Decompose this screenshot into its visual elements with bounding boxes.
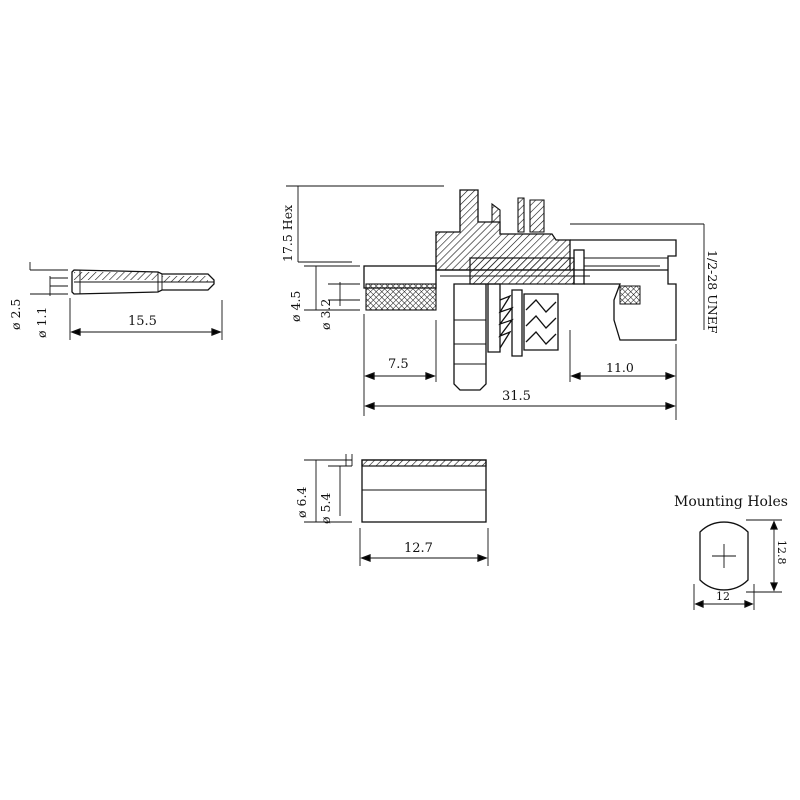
jack-len-total: 31.5 <box>502 389 531 404</box>
ferrule-dia-inner: ø 5.4 <box>318 493 333 524</box>
pin-dia-outer: ø 2.5 <box>8 299 23 330</box>
ferrule-length: 12.7 <box>404 541 433 556</box>
jack-dia-b: ø 3.2 <box>318 299 333 330</box>
jack-assembly <box>286 185 705 420</box>
jack-len-crimp: 7.5 <box>388 357 409 372</box>
crimp-ferrule <box>304 454 489 566</box>
pin-dia-inner: ø 1.1 <box>34 307 49 338</box>
jack-thread: 1/2-28 UNEF <box>705 250 720 334</box>
mounting-width: 12 <box>716 590 730 603</box>
jack-hex: 17.5 Hex <box>280 205 295 262</box>
mounting-height: 12.8 <box>775 540 788 565</box>
jack-dia-a: ø 4.5 <box>288 291 303 322</box>
pin-length: 15.5 <box>128 314 157 329</box>
contact-pin <box>29 262 223 340</box>
jack-len-front: 11.0 <box>606 360 634 375</box>
mounting-hole <box>693 519 782 610</box>
ferrule-dia-outer: ø 6.4 <box>294 487 309 518</box>
mounting-title: Mounting Holes <box>674 494 788 510</box>
